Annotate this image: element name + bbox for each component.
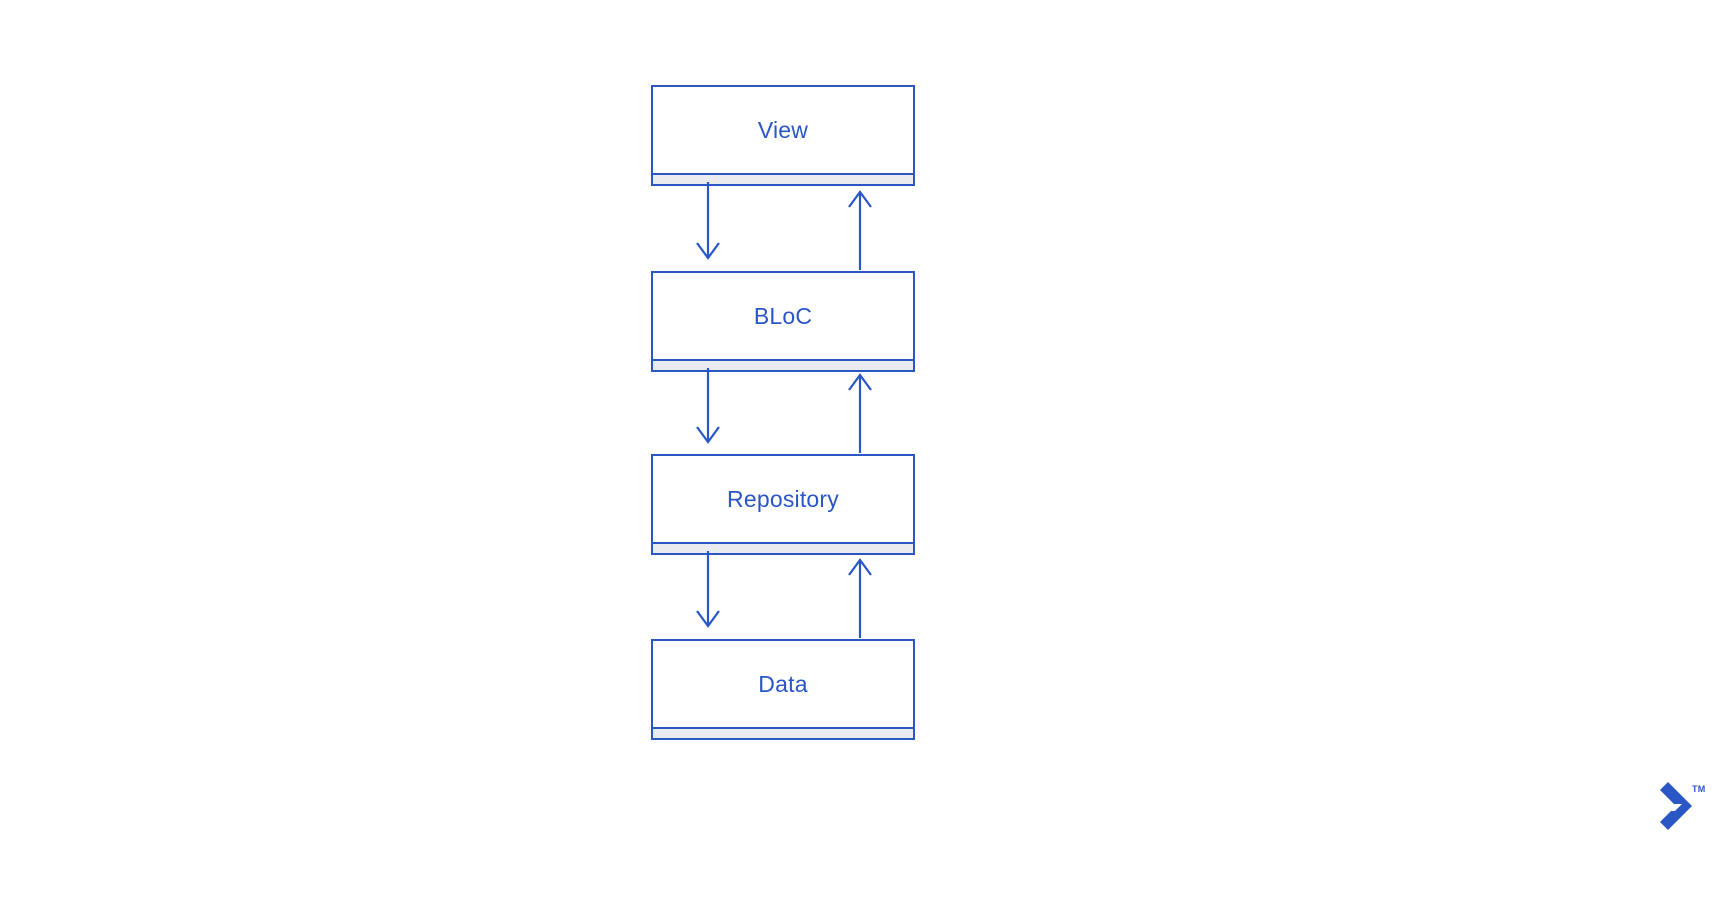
- node-view-label: View: [757, 116, 809, 143]
- arrow-repository-to-bloc: [848, 373, 872, 453]
- trademark-symbol: TM: [1692, 784, 1706, 794]
- node-data-body: Data: [653, 641, 913, 727]
- node-bloc[interactable]: BLoC: [651, 271, 915, 372]
- node-repository-body: Repository: [653, 456, 913, 542]
- arrow-repository-to-data: [696, 551, 720, 628]
- node-data[interactable]: Data: [651, 639, 915, 740]
- node-repository[interactable]: Repository: [651, 454, 915, 555]
- arrow-bloc-to-repository: [696, 368, 720, 444]
- node-view-foot: [653, 173, 913, 186]
- node-bloc-label: BLoC: [753, 302, 813, 329]
- arrow-data-to-repository: [848, 558, 872, 638]
- node-repository-label: Repository: [727, 485, 839, 512]
- node-view-body: View: [653, 87, 913, 173]
- node-data-label: Data: [758, 670, 808, 697]
- node-bloc-foot: [653, 359, 913, 372]
- arrow-bloc-to-view: [848, 190, 872, 270]
- node-data-foot: [653, 727, 913, 740]
- node-bloc-body: BLoC: [653, 273, 913, 359]
- toptal-logo-icon: [1648, 782, 1708, 830]
- node-repository-foot: [653, 542, 913, 555]
- node-view[interactable]: View: [651, 85, 915, 186]
- arrow-view-to-bloc: [696, 182, 720, 260]
